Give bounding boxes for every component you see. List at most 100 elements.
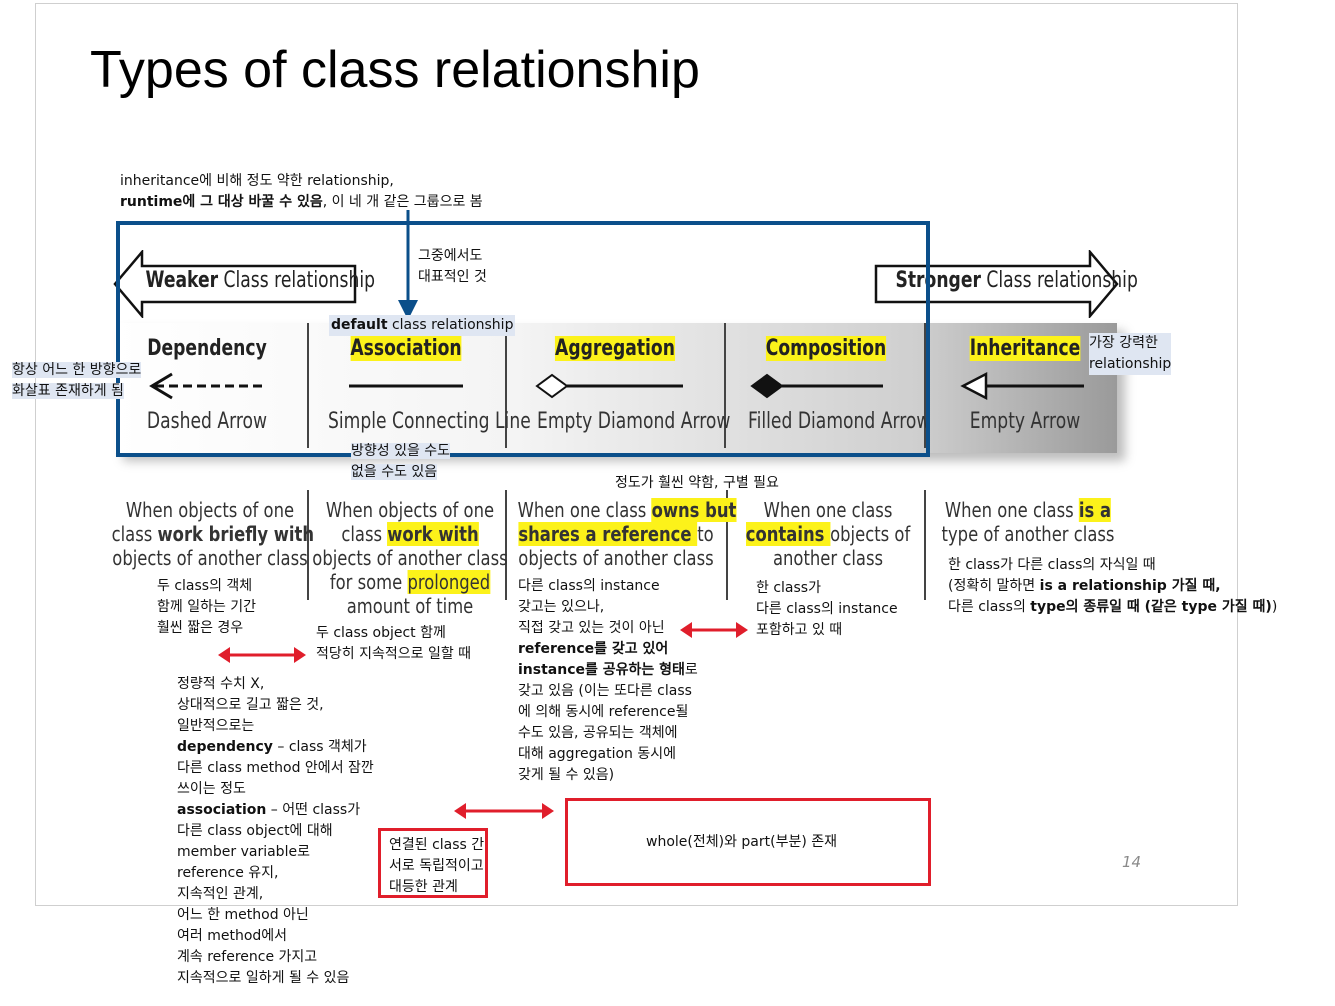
direction-note-line: 화살표 존재하게 됨: [12, 383, 124, 399]
note-line: 지속적인 관계,: [177, 886, 264, 902]
empty-arrow-icon: [960, 371, 1084, 401]
description-line: When objects of one: [325, 498, 495, 522]
note-line: 갖고 있음 (이는 또다른 class: [518, 683, 692, 699]
double-arrow-icon: [454, 803, 554, 819]
double-arrow-icon: [680, 622, 748, 638]
note-line: reference 유지,: [177, 865, 279, 881]
direction-note-line: 항상 어느 한 방향으로: [12, 362, 142, 378]
divider: [307, 323, 309, 448]
top-note-line1: inheritance에 비해 정도 약한 relationship,: [120, 173, 394, 189]
top-note-bold: runtime에 그 대상 바꿀 수 있음: [120, 194, 323, 210]
composition-description: When one class contains objects of anoth…: [730, 498, 927, 570]
stronger-arrow-shape: [874, 250, 1119, 318]
whole-part-box: whole(전체)와 part(부분) 존재: [565, 798, 931, 886]
note-line: 함께 일하는 기간: [157, 599, 257, 615]
dependency-notation: Dashed Arrow: [146, 409, 268, 434]
description-line: When one class: [763, 498, 893, 522]
description-line: amount of time: [346, 594, 474, 618]
note-line: 대해 aggregation 동시에: [518, 746, 676, 762]
inheritance-notation: Empty Arrow: [969, 409, 1081, 434]
box-line: 연결된 class 간: [389, 837, 485, 853]
note-line: (정확히 말하면 is a relationship 가질 때,: [948, 578, 1221, 594]
representative-note-line: 그중에서도: [418, 248, 483, 264]
note-line: 직접 갖고 있는 것이 아닌: [518, 620, 665, 636]
assoc-direction-note-line: 방향성 있을 수도: [351, 443, 451, 459]
note-line: 적당히 지속적으로 일할 때: [316, 646, 472, 662]
assoc-direction-note-line: 없을 수도 있음: [351, 464, 438, 480]
dependency-note: 두 class의 객체 함께 일하는 기간 훨씬 짧은 경우: [157, 576, 256, 639]
note-line: 훨씬 짧은 경우: [157, 620, 244, 636]
note-line: 다른 class의 instance: [756, 601, 898, 617]
top-note: inheritance에 비해 정도 약한 relationship, runt…: [120, 171, 483, 213]
direction-note: 항상 어느 한 방향으로 화살표 존재하게 됨: [12, 360, 142, 402]
note-line-bold: reference를 갖고 있어: [518, 641, 669, 657]
weaker-label-rest: Class relationship: [218, 268, 376, 293]
note-line: 다른 class의 instance: [518, 578, 660, 594]
top-note-rest: , 이 네 개 같은 그룹으로 봄: [322, 194, 483, 210]
independent-relation-box: 연결된 class 간 서로 독립적이고 대등한 관계: [378, 828, 488, 898]
dashed-arrow-icon: [149, 372, 265, 400]
strongest-note-line: 가장 강력한: [1089, 335, 1158, 351]
stronger-label-rest: Class relationship: [980, 268, 1138, 293]
divider: [724, 323, 726, 448]
default-label-bold: default: [331, 317, 388, 333]
empty-diamond-icon: [535, 373, 683, 399]
description-line: When one class is a: [944, 498, 1112, 522]
weaker-label: Weaker Class relationship: [145, 268, 376, 293]
note-line: 여러 method에서: [177, 928, 288, 944]
note-line: 일반적으로는: [177, 718, 255, 734]
divider: [505, 490, 507, 600]
page-title: Types of class relationship: [90, 41, 700, 99]
note-line: 쓰이는 정도: [177, 781, 246, 797]
inheritance-note: 한 class가 다른 class의 자식일 때 (정확히 말하면 is a r…: [948, 555, 1277, 618]
note-line: dependency – class 객체가: [177, 739, 367, 755]
weaker-note: 정도가 훨씬 약함, 구별 필요: [615, 475, 779, 491]
description-line: When objects of one: [125, 498, 295, 522]
description-line: objects of another class: [112, 546, 308, 570]
weak-group-box: [116, 221, 930, 457]
note-line: 정량적 수치 X,: [177, 676, 265, 692]
note-line: 다른 class의 type의 종류일 때 (같은 type 가질 때)): [948, 599, 1278, 615]
strongest-note-line: relationship: [1089, 356, 1172, 372]
whole-part-text: whole(전체)와 part(부분) 존재: [646, 834, 838, 850]
composition-note: 한 class가 다른 class의 instance 포함하고 있 때: [756, 578, 898, 641]
description-line: class work with: [341, 522, 479, 546]
representative-note-line: 대표적인 것: [418, 269, 487, 285]
note-line: 수도 있음, 공유되는 객체에: [518, 725, 678, 741]
divider: [307, 490, 309, 600]
note-line: 갖게 될 수 있음): [518, 767, 615, 783]
divider: [505, 323, 507, 448]
note-line-tail: 로: [684, 662, 698, 678]
note-line: 다른 class method 안에서 잠깐: [177, 760, 374, 776]
stronger-label: Stronger Class relationship: [896, 268, 1138, 293]
default-label: default class relationship: [329, 315, 516, 336]
description-line: shares a reference to: [518, 522, 714, 546]
representative-note: 그중에서도 대표적인 것: [418, 246, 487, 288]
note-line: 두 class object 함께: [316, 625, 446, 641]
description-line: for some prolonged: [329, 570, 491, 594]
association-title: Association: [350, 336, 462, 361]
strongest-note: 가장 강력한 relationship: [1089, 333, 1172, 375]
description-line: type of another class: [941, 522, 1115, 546]
association-description: When objects of one class work with obje…: [312, 498, 509, 618]
aggregation-title: Aggregation: [555, 336, 675, 361]
note-line: 포함하고 있 때: [756, 622, 843, 638]
composition-notation: Filled Diamond Arrow: [748, 409, 931, 434]
description-line: contains objects of: [745, 522, 911, 546]
filled-diamond-icon: [750, 373, 883, 399]
description-line: another class: [772, 546, 884, 570]
aggregation-note: 다른 class의 instance 갖고는 있으나, 직접 갖고 있는 것이 …: [518, 576, 698, 786]
note-line: 한 class가 다른 class의 자식일 때: [948, 557, 1156, 573]
note-line: 상대적으로 길고 짧은 것,: [177, 697, 324, 713]
weaker-label-bold: Weaker: [145, 268, 219, 293]
inheritance-title: Inheritance: [969, 336, 1081, 361]
description-line: class work briefly with: [111, 522, 315, 546]
divider: [924, 490, 926, 600]
box-line: 서로 독립적이고: [389, 858, 484, 874]
page-number: 14: [1122, 853, 1142, 871]
dependency-description: When objects of one class work briefly w…: [111, 498, 315, 570]
box-line: 대등한 관계: [389, 879, 458, 895]
default-label-rest: class relationship: [387, 317, 514, 333]
note-line: 갖고는 있으나,: [518, 599, 605, 615]
dependency-title: Dependency: [147, 336, 267, 361]
